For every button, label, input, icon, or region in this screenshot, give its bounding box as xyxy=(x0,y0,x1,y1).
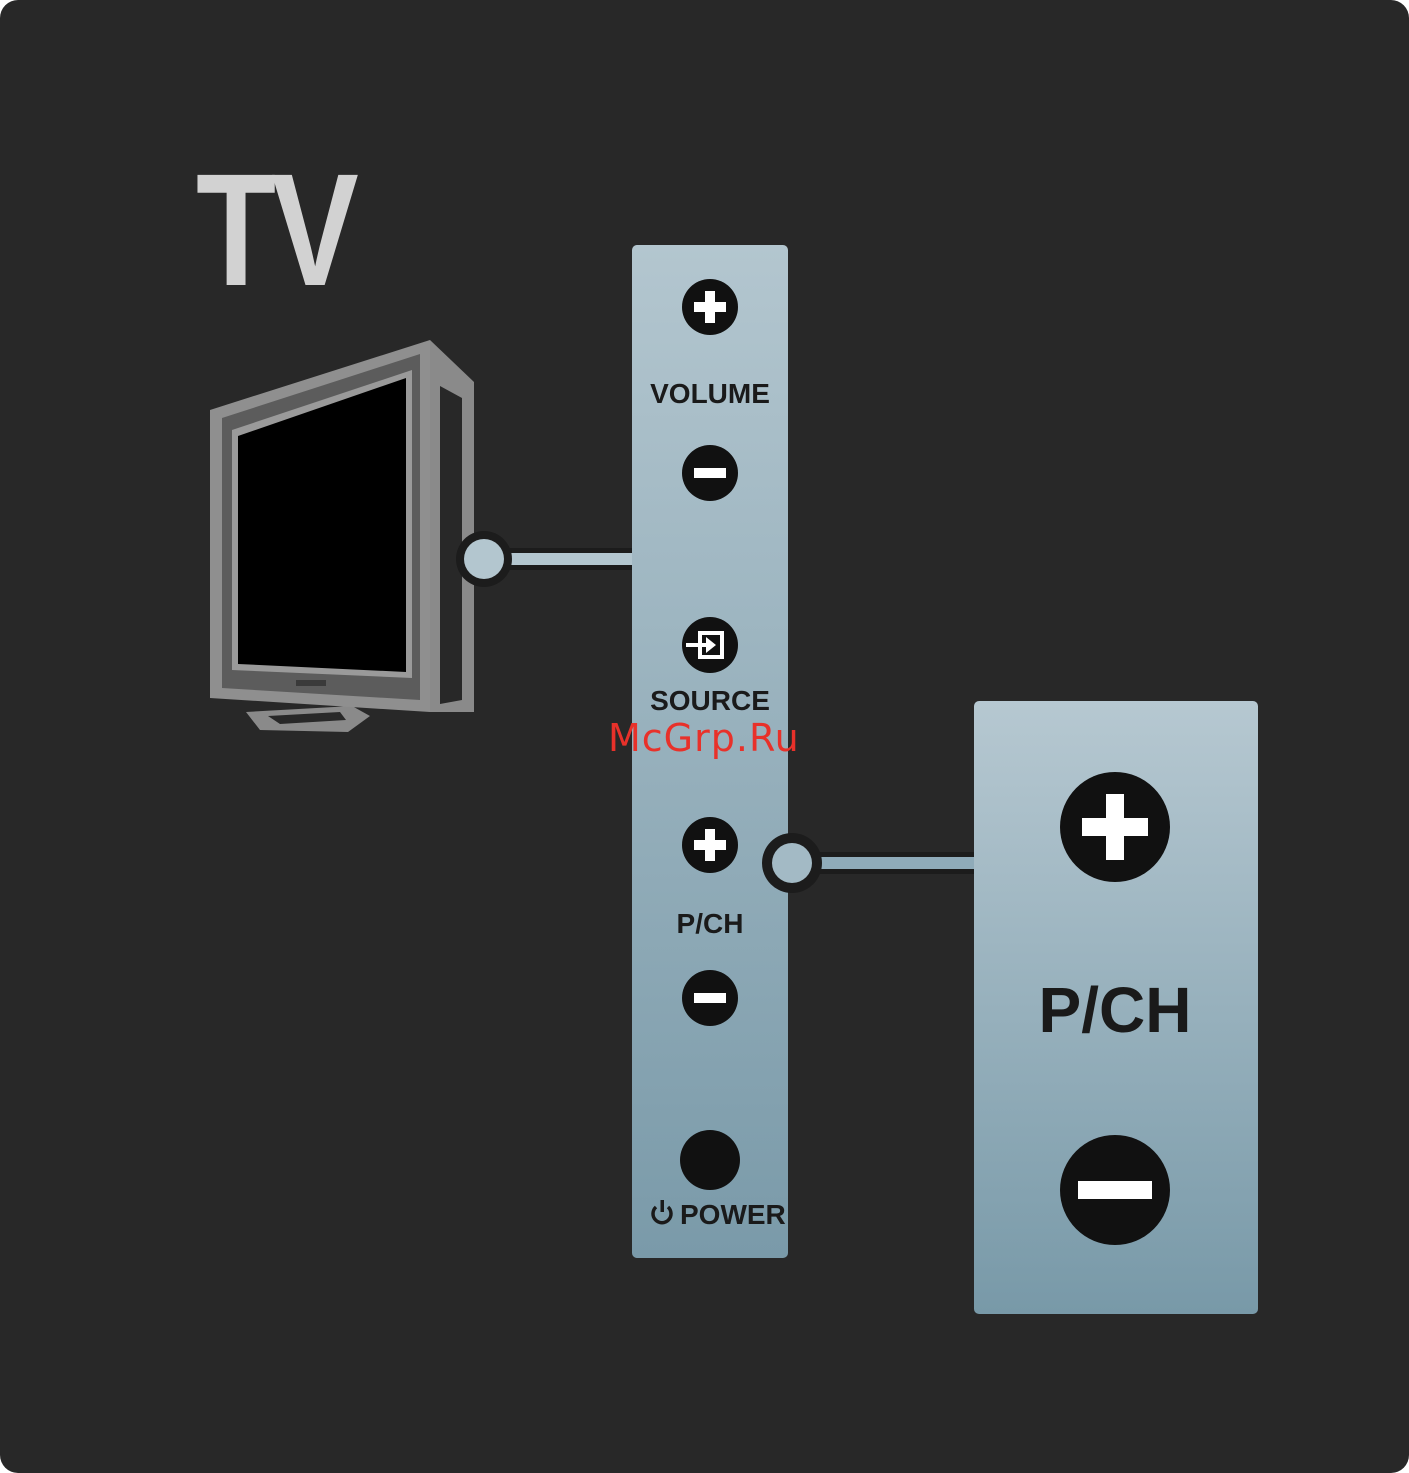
pch-plus-icon xyxy=(682,817,738,873)
power-button-icon xyxy=(680,1130,740,1190)
volume-plus-icon xyxy=(682,279,738,335)
pch-label: P/CH xyxy=(677,908,744,939)
pch-minus-icon xyxy=(682,970,738,1026)
power-label: POWER xyxy=(680,1199,786,1230)
zoom-pch-minus-icon xyxy=(1060,1135,1170,1245)
watermark: McGrp.Ru xyxy=(608,716,800,760)
volume-minus-icon xyxy=(682,445,738,501)
volume-label: VOLUME xyxy=(650,378,770,409)
connector-volume xyxy=(456,531,634,587)
zoom-pch-plus-icon xyxy=(1060,772,1170,882)
zoom-pch-label: P/CH xyxy=(1039,974,1192,1046)
tv-icon xyxy=(210,340,474,732)
source-icon xyxy=(682,617,738,673)
source-label: SOURCE xyxy=(650,685,770,716)
connector-pch-knob xyxy=(762,833,822,893)
